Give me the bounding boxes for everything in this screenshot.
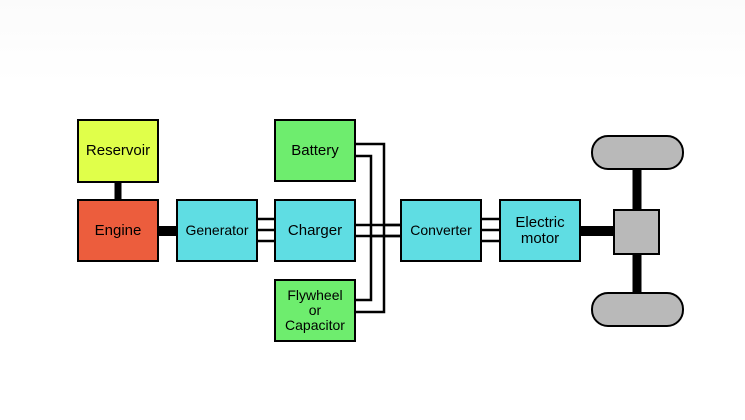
- wheel-top: [591, 135, 684, 170]
- converter-motor-wires: [482, 217, 499, 243]
- electric-motor-box: Electric motor: [499, 199, 581, 262]
- engine-box: Engine: [77, 199, 159, 262]
- electric-motor-label: Electric motor: [515, 213, 565, 247]
- flywheel-capacitor-box: Flywheel or Capacitor: [274, 279, 356, 342]
- generator-box: Generator: [176, 199, 258, 262]
- converter-box: Converter: [400, 199, 482, 262]
- converter-label: Converter: [410, 222, 472, 239]
- battery-box: Battery: [274, 119, 356, 182]
- reservoir-box: Reservoir: [77, 119, 159, 183]
- flywheel-capacitor-label: Flywheel or Capacitor: [285, 287, 345, 333]
- charger-box: Charger: [274, 199, 356, 262]
- differential-hub: [613, 209, 660, 255]
- flywheel-bus-wires: [356, 225, 386, 314]
- battery-label: Battery: [291, 141, 339, 159]
- generator-label: Generator: [185, 222, 249, 239]
- reservoir-label: Reservoir: [85, 142, 151, 160]
- generator-charger-wires: [258, 217, 274, 243]
- engine-label: Engine: [94, 221, 142, 239]
- wheel-bottom: [591, 292, 684, 327]
- battery-bus-wires: [356, 142, 400, 238]
- charger-converter-wires: [356, 223, 400, 238]
- charger-label: Charger: [287, 221, 343, 239]
